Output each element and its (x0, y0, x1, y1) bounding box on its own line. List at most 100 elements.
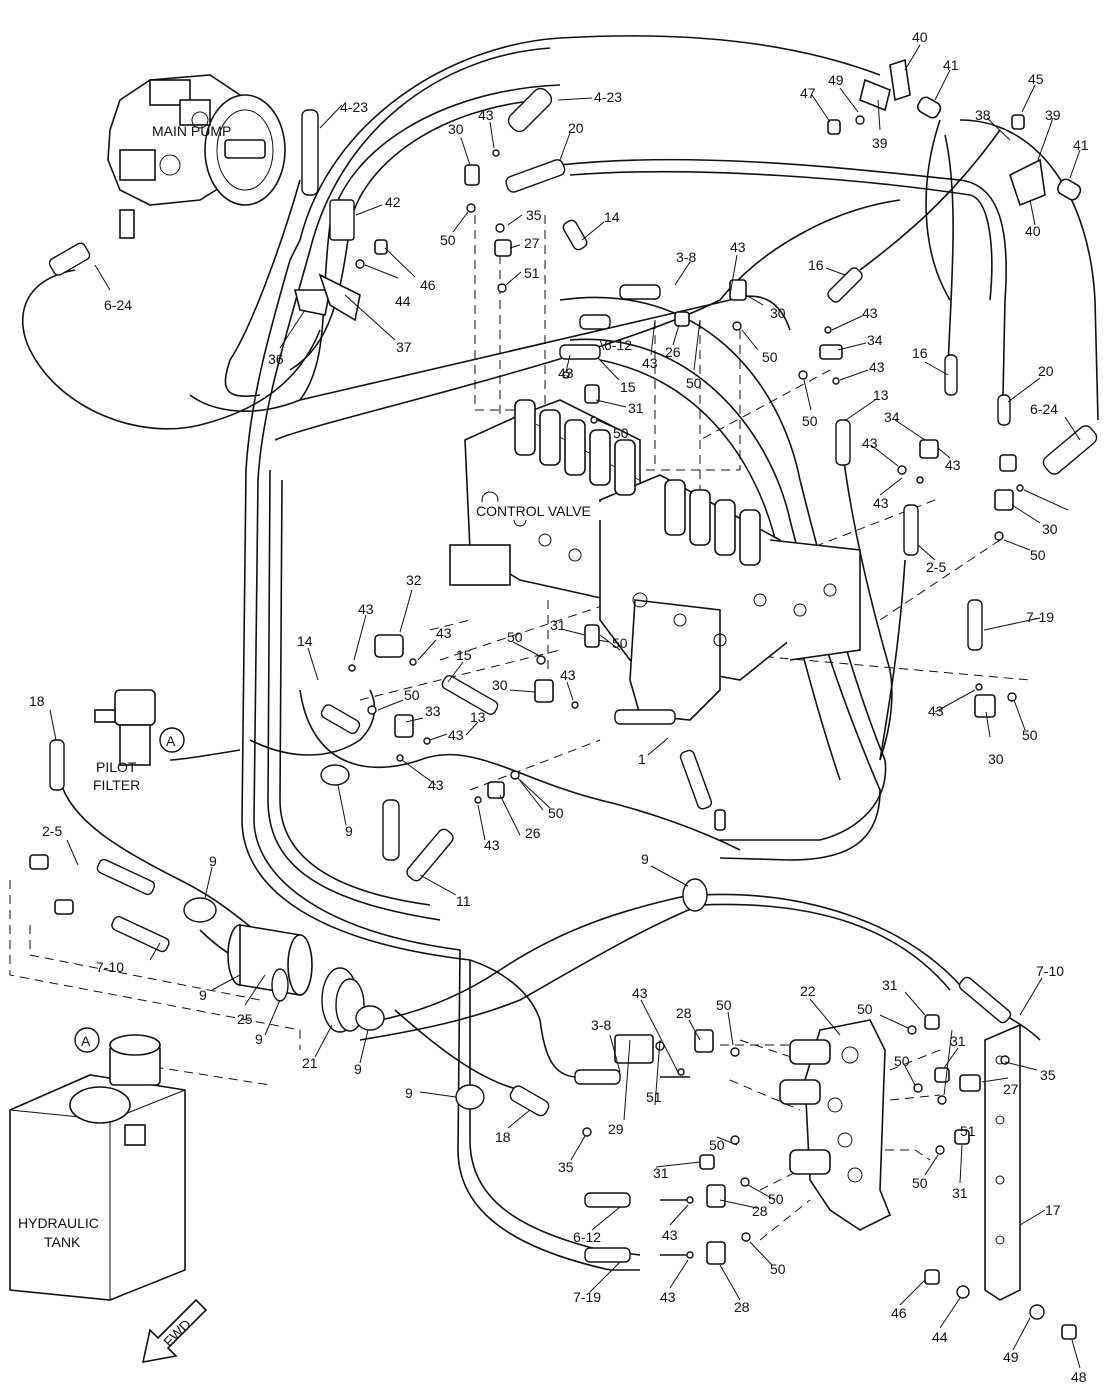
callout-35-c: 35 (558, 1159, 574, 1175)
callout-50-q: 50 (768, 1191, 784, 1207)
callout-3-8-a: 3-8 (676, 249, 696, 265)
callout-43-a: 43 (478, 107, 494, 123)
control-valve-label: CONTROL VALVE (476, 503, 591, 519)
callout-20-b: 20 (1038, 363, 1054, 379)
callout-50-k: 50 (548, 805, 564, 821)
callout-31-e: 31 (653, 1165, 669, 1181)
callout-33: 33 (425, 703, 441, 719)
callout-30-e: 30 (988, 751, 1004, 767)
callout-51-c: 51 (960, 1123, 976, 1139)
callout-13-a: 13 (873, 387, 889, 403)
callout-11: 11 (456, 893, 471, 909)
callout-51-a: 51 (524, 265, 540, 281)
svg-text:A: A (166, 733, 176, 749)
callout-7-19-b: 7-19 (573, 1289, 601, 1305)
callout-39-b: 39 (1045, 107, 1061, 123)
callout-9-g: 9 (405, 1085, 413, 1101)
callout-47: 47 (800, 85, 816, 101)
callout-30-c: 30 (1042, 521, 1058, 537)
callout-7-10-b: 7-10 (1036, 963, 1064, 979)
callout-44-b: 44 (932, 1329, 948, 1345)
callout-15-b: 15 (456, 647, 472, 663)
pilot-filter: A PILOT FILTER (93, 689, 185, 793)
o-rings (348, 115, 1045, 1320)
manifold-block (779, 1019, 892, 1231)
callout-43-c: 43 (862, 305, 878, 321)
callout-32: 32 (406, 572, 422, 588)
callout-50-j: 50 (1022, 727, 1038, 743)
callout-43-g: 43 (945, 457, 961, 473)
svg-text:A: A (81, 1033, 91, 1049)
callout-27-a: 27 (524, 235, 540, 251)
callout-48: 48 (1071, 1369, 1087, 1385)
callout-30-b: 30 (770, 305, 786, 321)
callout-9-a: 9 (345, 823, 353, 839)
main-pump-label: MAIN PUMP (152, 123, 231, 139)
callout-50-o: 50 (709, 1137, 725, 1153)
callout-34-b: 34 (884, 409, 900, 425)
hydraulic-tank-label-2: TANK (44, 1234, 81, 1250)
valve-spools (514, 399, 761, 566)
callout-25: 25 (237, 1011, 253, 1027)
callout-43-p: 43 (484, 837, 500, 853)
callout-35-a: 35 (526, 207, 542, 223)
callout-26-b: 26 (525, 825, 541, 841)
callout-14-a: 14 (604, 209, 620, 225)
callout-43-n: 43 (928, 703, 944, 719)
callout-50-r: 50 (770, 1261, 786, 1277)
callout-42: 42 (385, 194, 401, 210)
callout-50-e: 50 (802, 413, 818, 429)
main-pump: MAIN PUMP (107, 74, 286, 239)
callout-9-b: 9 (209, 853, 217, 869)
callout-43-b: 43 (730, 239, 746, 255)
callout-43-o: 43 (428, 777, 444, 793)
callout-43-d: 43 (869, 359, 885, 375)
callout-14-b: 14 (297, 633, 313, 649)
callout-40-b: 40 (1025, 223, 1041, 239)
callout-50-n: 50 (894, 1053, 910, 1069)
callout-6-12-b: 6-12 (573, 1229, 601, 1245)
callout-43-j: 43 (358, 601, 374, 617)
callout-16-a: 16 (808, 257, 824, 273)
callout-30-a: 30 (448, 121, 464, 137)
callout-43-r: 43 (662, 1227, 678, 1243)
callout-49-b: 49 (1003, 1349, 1019, 1365)
callout-38: 38 (975, 107, 991, 123)
callout-44-a: 44 (395, 293, 411, 309)
callout-50-h: 50 (507, 629, 523, 645)
hydraulic-tank: A HYDRAULIC TANK (9, 1027, 186, 1301)
callout-9-e: 9 (255, 1031, 263, 1047)
pilot-filter-label-1: PILOT (96, 759, 137, 775)
callout-37: 37 (396, 339, 412, 355)
callout-43-i: 43 (873, 495, 889, 511)
callout-leaders (49, 44, 1081, 1369)
callout-22: 22 (800, 983, 816, 999)
callout-46-a: 46 (420, 277, 436, 293)
callout-50-d: 50 (613, 425, 629, 441)
callout-43-e: 43 (642, 355, 658, 371)
hoses (48, 87, 1098, 1263)
callout-43-s: 43 (660, 1289, 676, 1305)
callout-15-a: 15 (620, 379, 636, 395)
callout-43-h: 43 (862, 435, 878, 451)
callout-30-d: 30 (492, 677, 508, 693)
callout-28-a: 28 (676, 1005, 692, 1021)
callout-34-a: 34 (867, 332, 883, 348)
callout-40-a: 40 (912, 29, 928, 45)
callout-6-12-a: 6-12 (604, 337, 632, 353)
callout-50-c: 50 (686, 375, 702, 391)
callout-18-a: 18 (29, 693, 45, 709)
callout-36: 36 (268, 351, 284, 367)
callout-7-19-a: 7-19 (1026, 609, 1054, 625)
callout-4-23-a: 4-23 (340, 99, 368, 115)
pilot-filter-label-2: FILTER (93, 777, 140, 793)
callout-9-d: 9 (199, 987, 207, 1003)
callout-35-b: 35 (1040, 1067, 1056, 1083)
pipe-routes (21, 35, 1099, 1271)
callout-7-10-a: 7-10 (96, 959, 124, 975)
callout-6-24-a: 6-24 (104, 297, 132, 313)
callout-43-l: 43 (560, 667, 576, 683)
callout-6-24-b: 6-24 (1030, 401, 1058, 417)
callout-29: 29 (608, 1121, 624, 1137)
